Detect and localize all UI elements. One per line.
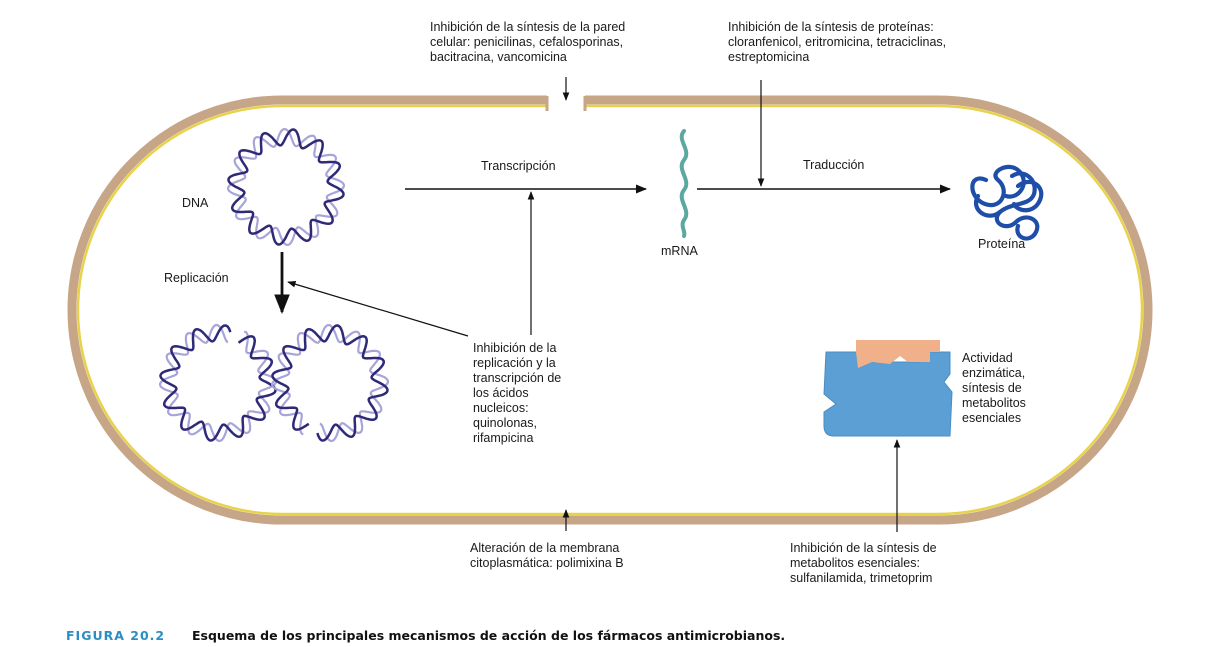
label-line: rifampicina: [473, 431, 533, 445]
caption-figure-number: FIGURA 20.2: [66, 628, 165, 643]
dna-molecule: [227, 128, 345, 246]
label-line: Inhibición de la síntesis de: [790, 541, 937, 555]
label-line: citoplasmática: polimixina B: [470, 556, 624, 570]
label-line: enzimática,: [962, 366, 1025, 380]
label-line: quinolonas,: [473, 416, 537, 430]
arrows: [274, 77, 952, 532]
protein-synthesis-inhibition-label: Inhibición de la síntesis de proteínas:c…: [728, 20, 946, 64]
replication-label: Replicación: [164, 271, 229, 285]
label-line: cloranfenicol, eritromicina, tetraciclin…: [728, 35, 946, 49]
translation-label: Traducción: [803, 158, 864, 172]
caption-text: Esquema de los principales mecanismos de…: [192, 628, 785, 643]
label-line: Inhibición de la: [473, 341, 556, 355]
label-line: celular: penicilinas, cefalosporinas,: [430, 35, 623, 49]
replicated-dna-right: [271, 323, 390, 443]
dna-strand-light: [271, 323, 390, 443]
cell-wall-gap: [547, 92, 585, 112]
enzyme-body: [823, 351, 953, 437]
enzyme-icon: [823, 340, 953, 437]
dna-strand-dark: [271, 324, 389, 442]
label-line: los ácidos: [473, 386, 529, 400]
figure-caption: FIGURA 20.2 Esquema de los principales m…: [66, 628, 785, 643]
protein-label: Proteína: [978, 237, 1025, 251]
label-line: Actividad: [962, 351, 1013, 365]
cell-wall: [67, 95, 1153, 525]
dna-label: DNA: [182, 196, 209, 210]
bacterial-cell: [67, 92, 1153, 525]
replication-inhibition-arrow: [287, 280, 469, 337]
label-line: estreptomicina: [728, 50, 809, 64]
label-line: Inhibición de la síntesis de proteínas:: [728, 20, 934, 34]
label-line: transcripción de: [473, 371, 561, 385]
label-line: metabolitos: [962, 396, 1026, 410]
mrna-label: mRNA: [661, 244, 698, 258]
protein-icon: [970, 164, 1044, 241]
dna-strand-dark: [227, 128, 345, 246]
label-line: metabolitos esenciales:: [790, 556, 920, 570]
label-line: nucleicos:: [473, 401, 529, 415]
label-line: síntesis de: [962, 381, 1022, 395]
label-line: Inhibición de la síntesis de la pared: [430, 20, 625, 34]
transcription-label: Transcripción: [481, 159, 556, 173]
label-line: esenciales: [962, 411, 1021, 425]
label-line: bacitracina, vancomicina: [430, 50, 567, 64]
label-line: Alteración de la membrana: [470, 541, 619, 555]
label-line: sulfanilamida, trimetoprim: [790, 571, 932, 585]
substrate-block: [856, 340, 940, 368]
dna-strand-light: [227, 128, 345, 246]
dna-strand-dark: [159, 324, 277, 442]
label-line: replicación y la: [473, 356, 556, 370]
mrna-strand: [679, 129, 689, 238]
